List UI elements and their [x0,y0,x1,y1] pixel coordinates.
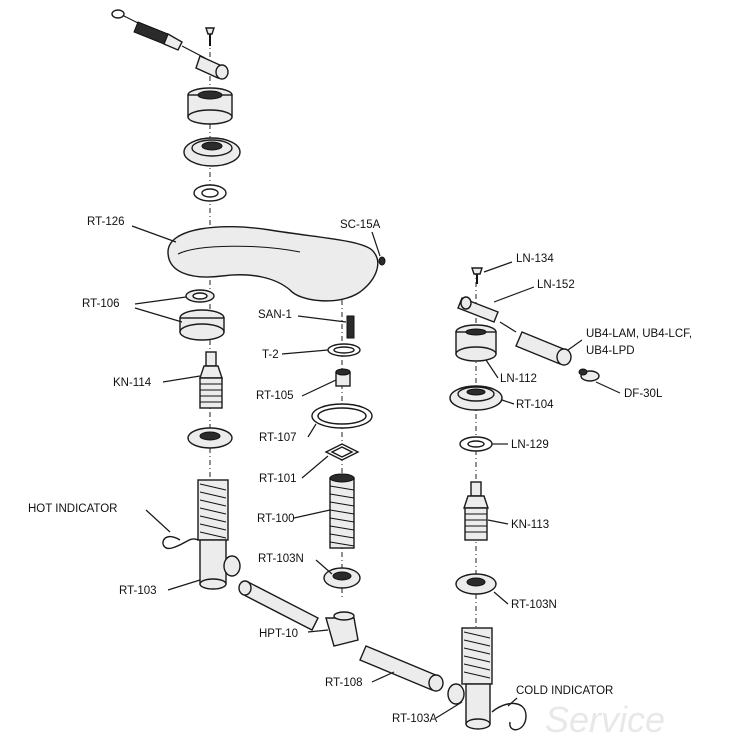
label-sc15a: SC-15A [340,219,381,231]
label-rt107: RT-107 [259,432,297,444]
lever-handle [499,321,572,366]
label-ln134: LN-134 [516,253,554,265]
left-pipe [238,580,319,631]
watermark-text: Service [545,699,665,740]
label-ub4-line2: UB4-LPD [586,345,635,357]
tee-fitting [325,611,359,647]
label-ln152: LN-152 [537,279,575,291]
bonnet-cap [187,87,233,125]
label-rt106: RT-106 [82,298,120,310]
leader-lines [131,225,621,719]
handle-screw [471,267,483,284]
retainer-rings-left [179,289,225,341]
label-san1: SAN-1 [258,309,292,321]
label-hpt10: HPT-10 [259,628,298,640]
label-rt103: RT-103 [119,585,157,597]
cold-flange [449,385,503,411]
label-rt108: RT-108 [325,677,363,689]
label-ln129: LN-129 [511,439,549,451]
label-kn114: KN-114 [113,377,152,389]
aerator-stem [346,315,355,339]
hot-valve-stem [199,351,223,409]
label-rt126: RT-126 [87,216,125,228]
label-hot-indicator: HOT INDICATOR [28,503,117,515]
cold-bonnet [455,324,497,362]
lever-adapter [457,296,499,323]
label-rt101: RT-101 [259,473,297,485]
flange-escutcheon [183,137,241,167]
set-screw [378,256,386,266]
label-t2: T-2 [262,349,279,361]
small-nipple [335,368,351,387]
label-df30l: DF-30L [624,388,663,400]
hot-handle-assembly [111,9,229,80]
label-rt100: RT-100 [257,513,295,525]
cold-valve-body [447,627,527,731]
label-kn113: KN-113 [511,519,549,531]
lever-tip [578,368,600,382]
threaded-shank [329,473,355,549]
label-ln112: LN-112 [500,373,537,385]
label-rt103n-left: RT-103N [258,553,304,565]
cold-valve-stem [463,481,489,541]
right-pipe [359,645,444,692]
label-rt104: RT-104 [516,399,554,411]
spout-body [167,225,386,302]
hot-valve-body [162,479,241,590]
label-rt103n-right: RT-103N [511,599,557,611]
label-cold-indicator: COLD INDICATOR [516,685,613,697]
label-rt103a: RT-103A [392,713,438,725]
label-rt105: RT-105 [256,390,294,402]
label-ub4-line1: UB4-LAM, UB4-LCF, [586,328,692,340]
